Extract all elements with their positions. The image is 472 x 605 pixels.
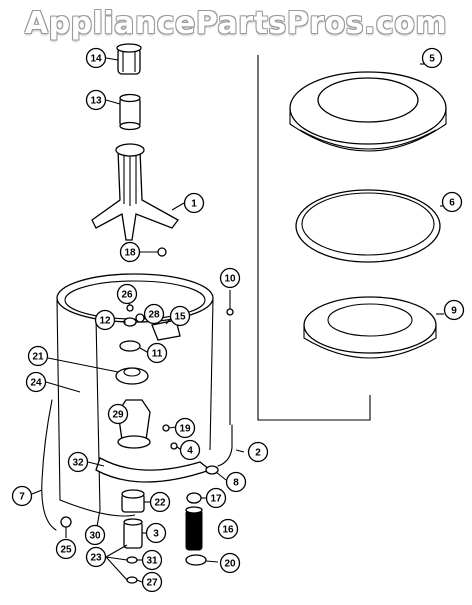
- part-20-clamp: [185, 554, 207, 566]
- callout-9: 9: [443, 299, 465, 321]
- part-7-hose: [41, 399, 57, 531]
- callout-number: 2: [255, 448, 261, 459]
- part-9-balance-ring: [303, 296, 437, 359]
- callout-number: 14: [90, 54, 102, 65]
- part-27-nut: [126, 576, 138, 584]
- callout-16: 16: [217, 518, 239, 540]
- part-11-seal: [119, 340, 141, 352]
- callout-number: 12: [99, 316, 111, 327]
- callout-number: 5: [429, 54, 435, 65]
- callout-number: 26: [121, 290, 133, 301]
- callout-4: 4: [179, 439, 201, 461]
- callout-20: 20: [219, 552, 241, 574]
- callout-number: 20: [224, 559, 236, 570]
- part-6-gasket: [295, 189, 441, 263]
- callout-2: 2: [247, 441, 269, 463]
- part-10-shaft: [226, 308, 234, 425]
- callout-number: 22: [154, 498, 166, 509]
- callout-15: 15: [169, 305, 191, 327]
- part-16-tube: [185, 506, 203, 551]
- callout-number: 15: [174, 312, 186, 323]
- callout-6: 6: [441, 191, 463, 213]
- callout-number: 19: [179, 424, 191, 435]
- callout-number: 28: [148, 310, 160, 321]
- callout-number: 31: [146, 556, 158, 567]
- callout-number: 17: [210, 494, 222, 505]
- callout-number: 13: [90, 96, 102, 107]
- callout-21: 21: [27, 345, 49, 367]
- callout-number: 25: [60, 545, 72, 556]
- callout-32: 32: [67, 451, 89, 473]
- callout-number: 27: [146, 578, 158, 589]
- callout-number: 6: [449, 198, 455, 209]
- callout-13: 13: [85, 89, 107, 111]
- callout-number: 3: [153, 529, 159, 540]
- part-17-elbow: [186, 492, 202, 504]
- part-1-agitator: [91, 143, 179, 241]
- callout-number: 24: [30, 378, 42, 389]
- watermark-logo: AppliancePartsPros.com: [24, 6, 448, 41]
- part-14-cap: [116, 43, 142, 75]
- callout-7: 7: [11, 485, 33, 507]
- part-25-clip: [60, 516, 72, 528]
- callout-11: 11: [146, 342, 168, 364]
- part-18-screw: [157, 247, 167, 257]
- callout-number: 30: [89, 531, 101, 542]
- callout-29: 29: [107, 403, 129, 425]
- part-32-base: [95, 457, 212, 483]
- part-28-washer: [135, 313, 145, 323]
- part-3-sleeve: [123, 518, 143, 549]
- callout-18: 18: [119, 241, 141, 263]
- callout-14: 14: [85, 47, 107, 69]
- callout-5: 5: [421, 47, 443, 69]
- callout-number: 4: [187, 446, 193, 457]
- callout-28: 28: [143, 303, 165, 325]
- callout-1: 1: [183, 192, 205, 214]
- part-8-clamp: [205, 465, 219, 475]
- callout-24: 24: [25, 371, 47, 393]
- callout-31: 31: [141, 549, 163, 571]
- callout-number: 23: [90, 553, 102, 564]
- callout-number: 8: [233, 478, 239, 489]
- callout-number: 7: [19, 492, 25, 503]
- callout-number: 32: [72, 458, 84, 469]
- part-31-washer: [126, 556, 138, 564]
- part-2-hose: [217, 424, 233, 467]
- part-21-hub: [115, 367, 149, 385]
- callout-19: 19: [174, 417, 196, 439]
- callout-number: 10: [224, 274, 236, 285]
- callout-17: 17: [205, 487, 227, 509]
- callout-number: 16: [222, 525, 234, 536]
- callout-10: 10: [219, 267, 241, 289]
- part-13-sleeve: [119, 93, 141, 131]
- part-5-tub-ring: [289, 71, 447, 152]
- callout-number: 1: [191, 199, 197, 210]
- callout-8: 8: [225, 471, 247, 493]
- callout-number: 21: [32, 352, 44, 363]
- part-4-clip: [170, 442, 178, 450]
- part-26-nut: [126, 304, 134, 312]
- callout-3: 3: [145, 522, 167, 544]
- callout-number: 29: [112, 410, 124, 421]
- callout-26: 26: [116, 283, 138, 305]
- callout-23: 23: [85, 546, 107, 568]
- callout-22: 22: [149, 491, 171, 513]
- part-19-screw: [162, 424, 170, 432]
- part-22-coupling: [121, 489, 145, 513]
- callout-12: 12: [94, 309, 116, 331]
- assembly-guide-line: [257, 55, 371, 421]
- callout-number: 18: [124, 248, 136, 259]
- callout-number: 11: [152, 349, 163, 360]
- callout-25: 25: [55, 538, 77, 560]
- callout-27: 27: [141, 571, 163, 593]
- callout-30: 30: [84, 524, 106, 546]
- callout-number: 9: [451, 306, 457, 317]
